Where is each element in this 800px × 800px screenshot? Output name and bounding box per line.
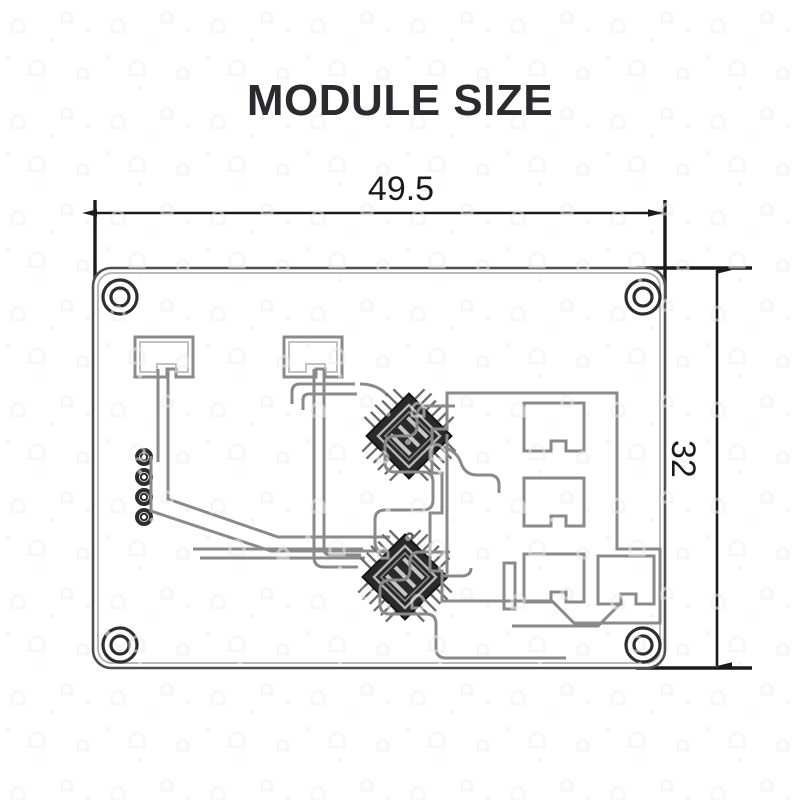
dimension-width-label: 49.5 bbox=[367, 170, 435, 208]
page-title: MODULE SIZE bbox=[246, 76, 554, 125]
dimension-height-label: 32 bbox=[664, 440, 702, 478]
